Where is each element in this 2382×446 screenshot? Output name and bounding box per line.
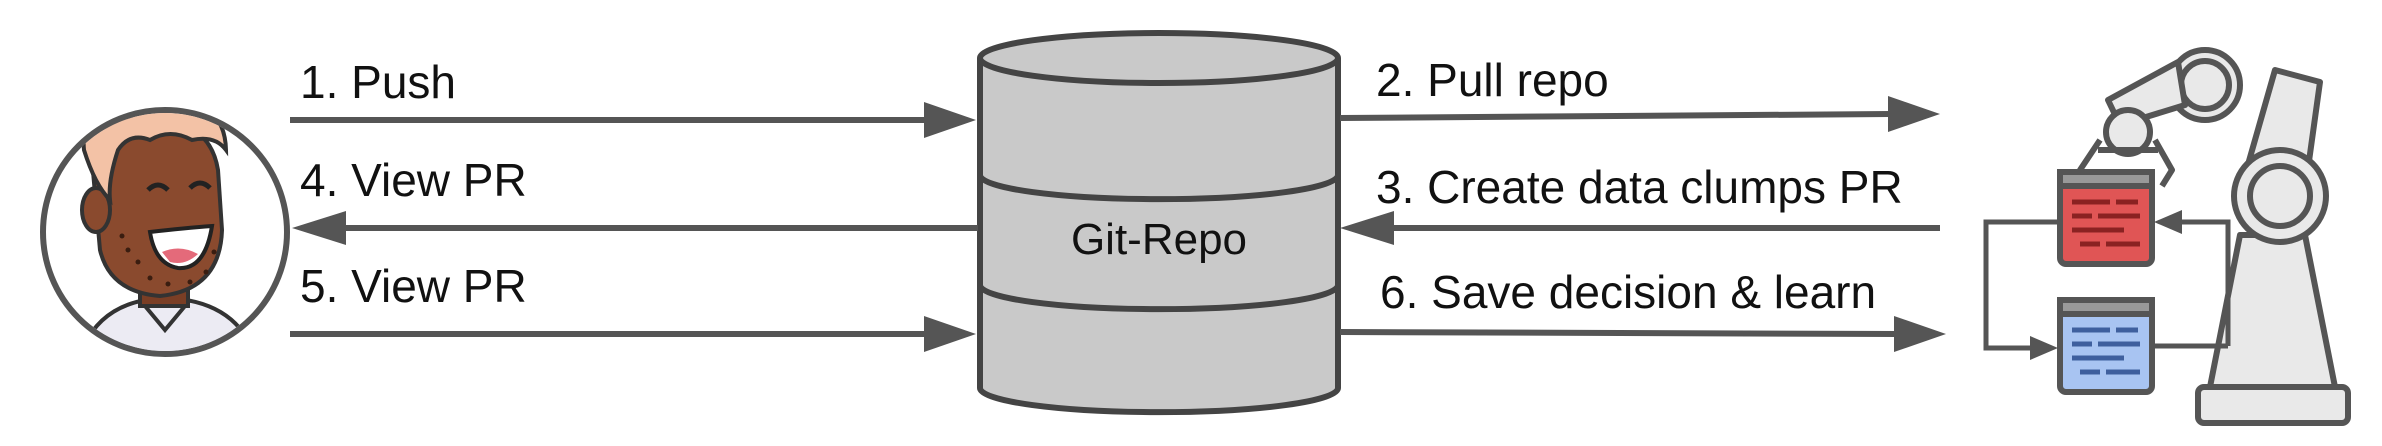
arrow-view-pr-forward: [290, 316, 976, 352]
step-3-label: 3. Create data clumps PR: [1376, 161, 1903, 213]
repository-label: Git-Repo: [1071, 215, 1247, 264]
blue-document-icon: [2057, 297, 2155, 395]
developer-avatar-icon: [40, 107, 290, 357]
step-6-label: 6. Save decision & learn: [1380, 266, 1876, 318]
arrow-pull-repo: [1339, 96, 1940, 132]
arrow-save-decision: [1339, 316, 1946, 352]
step-1-label: 1. Push: [300, 56, 456, 108]
connector-arrowhead-to-red: [2154, 210, 2182, 234]
step-4-label: 4. View PR: [300, 154, 527, 206]
feedback-connectors: [1983, 219, 2231, 351]
database-icon: [977, 30, 1341, 416]
connector-arrowhead-to-blue: [2030, 336, 2058, 360]
arrow-push: [290, 102, 976, 138]
step-5-label: 5. View PR: [300, 260, 527, 312]
arrow-view-pr-back: [292, 211, 978, 245]
step-2-label: 2. Pull repo: [1376, 54, 1609, 106]
red-document-icon: [2057, 169, 2155, 267]
robot-arm-icon: [2077, 47, 2351, 426]
arrow-create-pr: [1340, 211, 1940, 245]
